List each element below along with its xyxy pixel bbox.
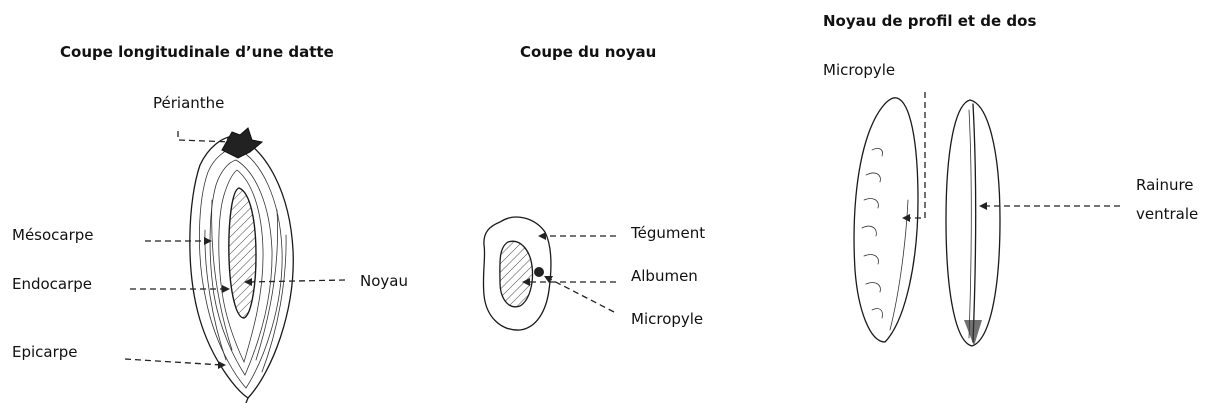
arrowhead	[979, 202, 987, 210]
seed-texture	[864, 199, 878, 208]
arrow-noyau	[248, 280, 345, 282]
seed-ventral-drawing	[946, 100, 1000, 346]
seed-texture	[866, 283, 880, 292]
seed-ventral-outline	[946, 100, 1000, 346]
panel-seed-profile: Noyau de profil et de dos Micropyle Rain…	[823, 12, 1198, 346]
label-rainure-line2: ventrale	[1136, 205, 1198, 223]
ventral-groove-edge	[969, 110, 971, 338]
label-rainure-line1: Rainure	[1136, 176, 1194, 194]
seed-texture	[862, 226, 876, 236]
albumen-core	[500, 241, 533, 307]
arrowhead	[222, 285, 230, 293]
label-micropyle-coupe: Micropyle	[631, 310, 703, 328]
panel-title-noyau-profil: Noyau de profil et de dos	[823, 12, 1036, 30]
seed-section-drawing	[483, 217, 550, 330]
label-mesocarpe: Mésocarpe	[12, 226, 94, 244]
seed-base-shadow	[964, 320, 982, 346]
arrow-micropyle-coupe	[548, 278, 614, 312]
arrow-perianthe	[178, 131, 232, 142]
panel-title-noyau-coupe: Coupe du noyau	[520, 43, 656, 61]
arrowhead	[538, 232, 546, 240]
label-tegument: Tégument	[630, 224, 705, 242]
label-micropyle-profil: Micropyle	[823, 61, 895, 79]
panel-date-longitudinal-section: Coupe longitudinale d’une datte Périanth…	[12, 43, 408, 403]
panel-seed-section: Coupe du noyau Tégument Albumen Micropyl…	[483, 43, 705, 330]
ventral-groove	[973, 104, 976, 342]
label-endocarpe: Endocarpe	[12, 275, 92, 293]
arrow-epicarpe	[125, 359, 222, 365]
seed-texture	[872, 309, 883, 318]
arrowhead	[204, 237, 212, 245]
panel-title-datte: Coupe longitudinale d’une datte	[60, 43, 334, 61]
label-epicarpe: Epicarpe	[12, 343, 78, 361]
micropyle-dot	[534, 267, 544, 277]
seed-texture	[864, 255, 878, 264]
arrow-micropyle-profil	[906, 92, 925, 218]
seed-texture	[872, 148, 883, 156]
label-albumen: Albumen	[631, 267, 698, 285]
fruit-tip	[246, 398, 248, 403]
label-noyau: Noyau	[360, 272, 408, 290]
seed-texture	[866, 173, 880, 182]
date-fruit-drawing	[190, 128, 293, 403]
label-perianthe: Périanthe	[153, 94, 224, 112]
seed-noyau	[229, 188, 256, 318]
arrowhead	[902, 214, 910, 222]
